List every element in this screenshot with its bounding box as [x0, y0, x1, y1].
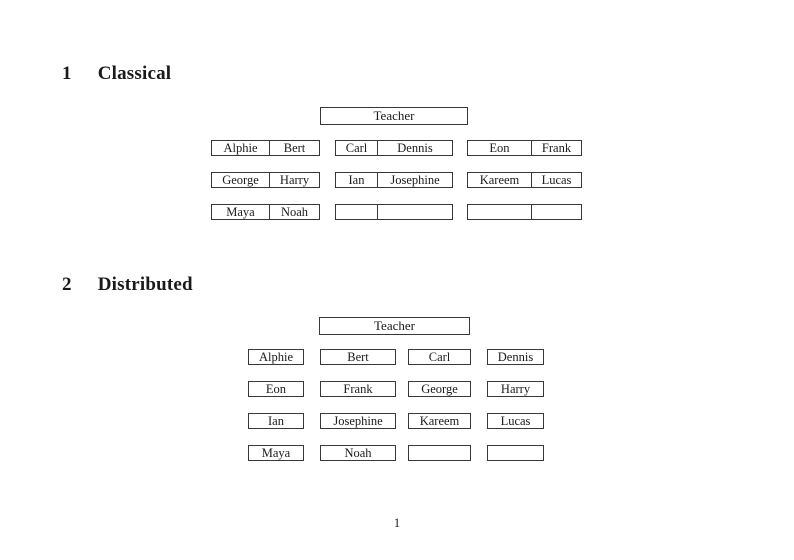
- desk: Josephine: [320, 413, 396, 429]
- section-title: Classical: [97, 63, 172, 84]
- desk: Kareem Lucas: [467, 172, 582, 188]
- desk-empty: [335, 204, 453, 220]
- desk-empty: [467, 204, 582, 220]
- desk-seat: Dennis: [397, 141, 433, 155]
- desk: Carl: [408, 349, 471, 365]
- desk-seat: Ian: [336, 173, 378, 187]
- distributed-desk-column-1: Alphie Eon Ian Maya: [248, 349, 304, 461]
- desk-empty: [408, 445, 471, 461]
- page-number: 1: [393, 516, 401, 530]
- desk: Noah: [320, 445, 396, 461]
- teacher-desk-classical: Teacher: [320, 107, 468, 125]
- classical-desk-stack-middle: Carl Dennis Ian Josephine: [335, 140, 453, 220]
- section-title: Distributed: [97, 274, 193, 295]
- distributed-desk-column-4: Dennis Harry Lucas: [487, 349, 544, 461]
- desk-seat: Maya: [212, 205, 270, 219]
- desk-seat: George: [212, 173, 270, 187]
- desk: Alphie Bert: [211, 140, 320, 156]
- desk-seat: Carl: [336, 141, 378, 155]
- teacher-label: Teacher: [374, 318, 415, 333]
- desk-seat: Bert: [283, 141, 306, 155]
- desk-seat: Lucas: [541, 173, 572, 187]
- desk: Frank: [320, 381, 396, 397]
- desk-seat: Noah: [280, 205, 309, 219]
- desk: Kareem: [408, 413, 471, 429]
- desk: Ian Josephine: [335, 172, 453, 188]
- desk-seat: Josephine: [390, 173, 440, 187]
- desk-seat: [468, 205, 532, 219]
- desk-seat: Kareem: [468, 173, 532, 187]
- classical-desk-stack-right: Eon Frank Kareem Lucas: [467, 140, 582, 220]
- teacher-desk-distributed: Teacher: [319, 317, 470, 335]
- desk: Dennis: [487, 349, 544, 365]
- section-number: 1: [62, 63, 72, 84]
- desk-seat: [532, 205, 581, 219]
- desk: Maya: [248, 445, 304, 461]
- desk: Alphie: [248, 349, 304, 365]
- desk: Harry: [487, 381, 544, 397]
- desk: Eon Frank: [467, 140, 582, 156]
- teacher-label: Teacher: [373, 108, 415, 123]
- desk-empty: [487, 445, 544, 461]
- desk: George Harry: [211, 172, 320, 188]
- desk-seat: [336, 205, 378, 219]
- desk: Bert: [320, 349, 396, 365]
- desk: Eon: [248, 381, 304, 397]
- desk: Carl Dennis: [335, 140, 453, 156]
- desk: Ian: [248, 413, 304, 429]
- section-heading-distributed: 2 Distributed: [62, 274, 193, 296]
- classical-desk-stack-left: Alphie Bert George Harry Maya Noah: [211, 140, 320, 220]
- desk: Maya Noah: [211, 204, 320, 220]
- section-heading-classical: 1 Classical: [62, 63, 171, 85]
- desk-seat: Alphie: [212, 141, 270, 155]
- desk-seat: Eon: [468, 141, 532, 155]
- distributed-desk-column-3: Carl George Kareem: [408, 349, 471, 461]
- distributed-desk-column-2: Bert Frank Josephine Noah: [320, 349, 396, 461]
- desk-seat: Harry: [279, 173, 310, 187]
- desk: Lucas: [487, 413, 544, 429]
- section-number: 2: [62, 274, 72, 295]
- desk-seat: [378, 205, 452, 219]
- desk: George: [408, 381, 471, 397]
- desk-seat: Frank: [541, 141, 572, 155]
